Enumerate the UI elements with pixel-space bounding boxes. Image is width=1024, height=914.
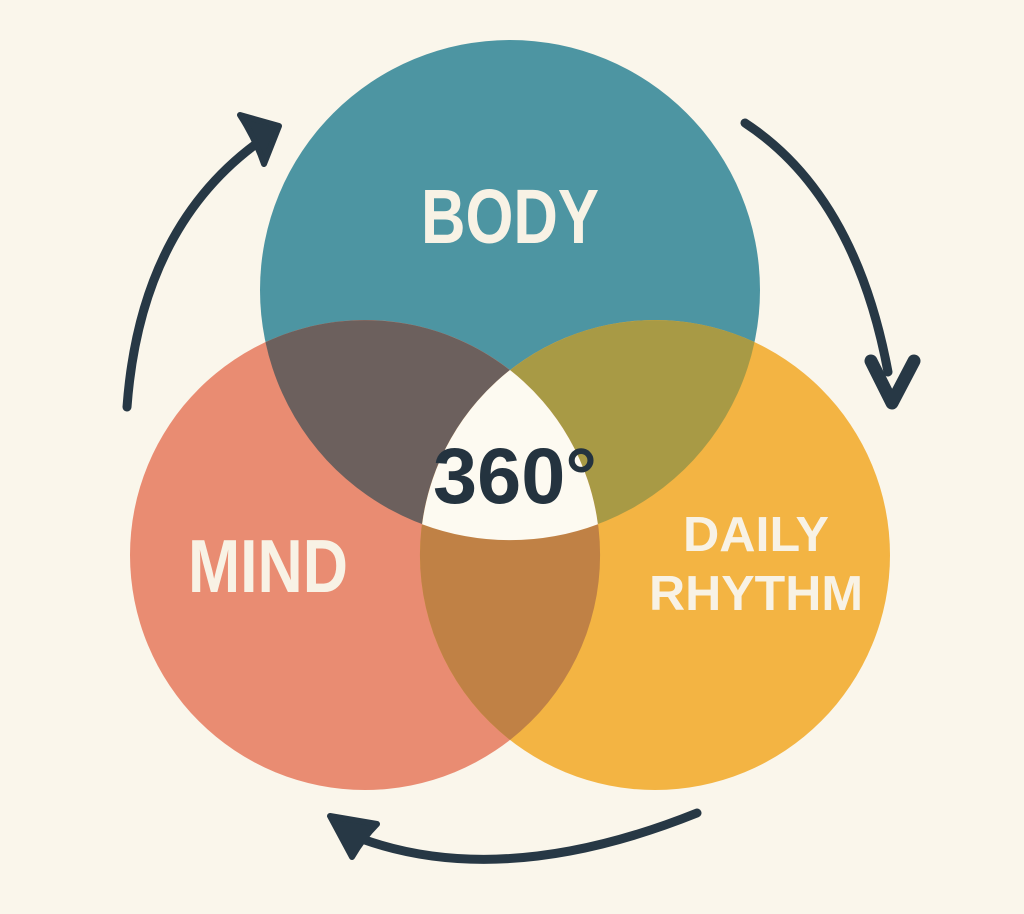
center-triple-overlap xyxy=(422,370,598,541)
daily-rhythm-label-line1: DAILY xyxy=(683,508,829,562)
body-label: BODY xyxy=(421,174,599,260)
curved-arrow-bottom-shaft xyxy=(357,808,702,864)
mind-label: MIND xyxy=(188,524,348,608)
cycle-arrows xyxy=(122,112,921,864)
daily-rhythm-label-line2: RHYTHM xyxy=(649,567,863,621)
curved-arrow-top-left-shaft xyxy=(122,139,261,412)
curved-arrow-top-left-head-icon xyxy=(237,112,282,167)
curved-arrow-top-right-head-icon xyxy=(864,354,921,410)
curved-arrow-bottom-head-icon xyxy=(327,813,380,860)
curved-arrow-top-right-shaft xyxy=(740,118,893,377)
center-360-label: 360° xyxy=(433,431,597,520)
